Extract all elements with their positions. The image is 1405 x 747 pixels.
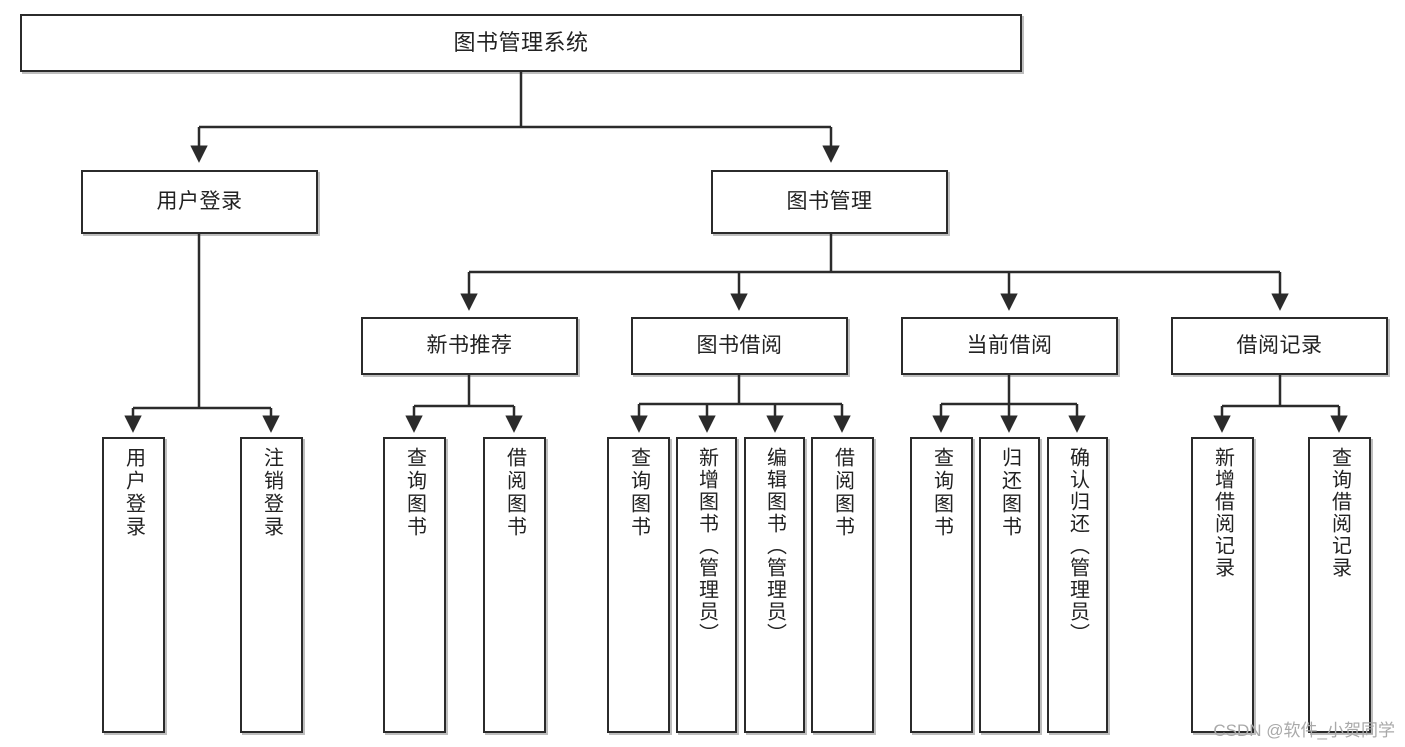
node-label: 用户登录: [156, 189, 243, 213]
node-leaf-edit-book[interactable]: 编辑图书（管理员）: [744, 437, 805, 733]
node-label: 借阅图书: [831, 447, 854, 539]
node-leaf-borrow-book-recommend[interactable]: 借阅图书: [483, 437, 546, 733]
node-leaf-return-book[interactable]: 归还图书: [979, 437, 1040, 733]
node-root-book-management-system[interactable]: 图书管理系统: [20, 14, 1022, 72]
node-leaf-confirm-return[interactable]: 确认归还（管理员）: [1047, 437, 1108, 733]
node-label: 查询图书: [930, 447, 953, 539]
node-borrow-record[interactable]: 借阅记录: [1171, 317, 1388, 375]
node-label: 查询图书: [627, 447, 650, 539]
node-leaf-user-logout[interactable]: 注销登录: [240, 437, 303, 733]
node-label: 借阅图书: [503, 447, 526, 539]
node-book-borrow[interactable]: 图书借阅: [631, 317, 848, 375]
node-label: 新增图书（管理员）: [695, 447, 718, 645]
node-label: 当前借阅: [966, 333, 1053, 357]
node-leaf-borrow-book[interactable]: 借阅图书: [811, 437, 874, 733]
node-book-management[interactable]: 图书管理: [711, 170, 948, 234]
node-label: 编辑图书（管理员）: [763, 447, 786, 645]
node-label: 图书管理: [786, 189, 873, 213]
node-new-book-recommend[interactable]: 新书推荐: [361, 317, 578, 375]
node-label: 查询图书: [403, 447, 426, 539]
node-label: 确认归还（管理员）: [1066, 447, 1089, 645]
node-label: 借阅记录: [1236, 333, 1323, 357]
node-leaf-query-book-current[interactable]: 查询图书: [910, 437, 973, 733]
node-leaf-add-book[interactable]: 新增图书（管理员）: [676, 437, 737, 733]
node-label: 新增借阅记录: [1211, 447, 1234, 579]
node-current-borrow[interactable]: 当前借阅: [901, 317, 1118, 375]
node-label: 新书推荐: [426, 333, 513, 357]
node-label: 归还图书: [998, 447, 1021, 539]
node-label: 注销登录: [260, 447, 283, 539]
node-label: 图书管理系统: [453, 30, 589, 56]
csdn-watermark: CSDN @软件_小贺同学: [1213, 721, 1395, 740]
node-label: 查询借阅记录: [1328, 447, 1351, 579]
node-label: 用户登录: [122, 447, 145, 539]
node-leaf-query-book-recommend[interactable]: 查询图书: [383, 437, 446, 733]
node-label: 图书借阅: [696, 333, 783, 357]
node-leaf-query-borrow-record[interactable]: 查询借阅记录: [1308, 437, 1371, 733]
node-leaf-user-login[interactable]: 用户登录: [102, 437, 165, 733]
node-leaf-add-borrow-record[interactable]: 新增借阅记录: [1191, 437, 1254, 733]
node-user-login[interactable]: 用户登录: [81, 170, 318, 234]
node-leaf-query-book-borrow[interactable]: 查询图书: [607, 437, 670, 733]
